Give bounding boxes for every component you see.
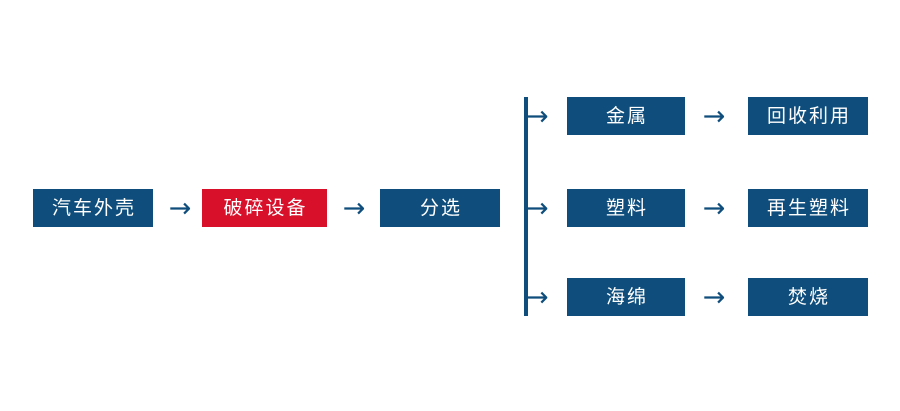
branch-arrow-icon-2: → <box>526 192 549 224</box>
node-metal[interactable]: 金属 <box>567 97 685 135</box>
branch-arrow-icon-3: → <box>526 281 549 313</box>
branch-arrow-icon-1: → <box>526 100 549 132</box>
node-incineration[interactable]: 焚烧 <box>748 278 868 316</box>
arrow-right-icon-4: → <box>702 192 726 224</box>
split-bus-line <box>524 97 528 316</box>
arrow-right-icon-2: → <box>342 192 366 224</box>
arrow-right-icon-3: → <box>702 100 726 132</box>
arrow-right-icon-1: → <box>168 192 192 224</box>
node-car-shell[interactable]: 汽车外壳 <box>33 189 153 227</box>
node-recycled-plastic[interactable]: 再生塑料 <box>748 189 868 227</box>
node-plastic[interactable]: 塑料 <box>567 189 685 227</box>
arrow-right-icon-5: → <box>702 281 726 313</box>
node-crushing-equipment[interactable]: 破碎设备 <box>202 189 327 227</box>
node-sponge[interactable]: 海绵 <box>567 278 685 316</box>
node-recycle-reuse[interactable]: 回收利用 <box>748 97 868 135</box>
node-sorting[interactable]: 分选 <box>380 189 500 227</box>
